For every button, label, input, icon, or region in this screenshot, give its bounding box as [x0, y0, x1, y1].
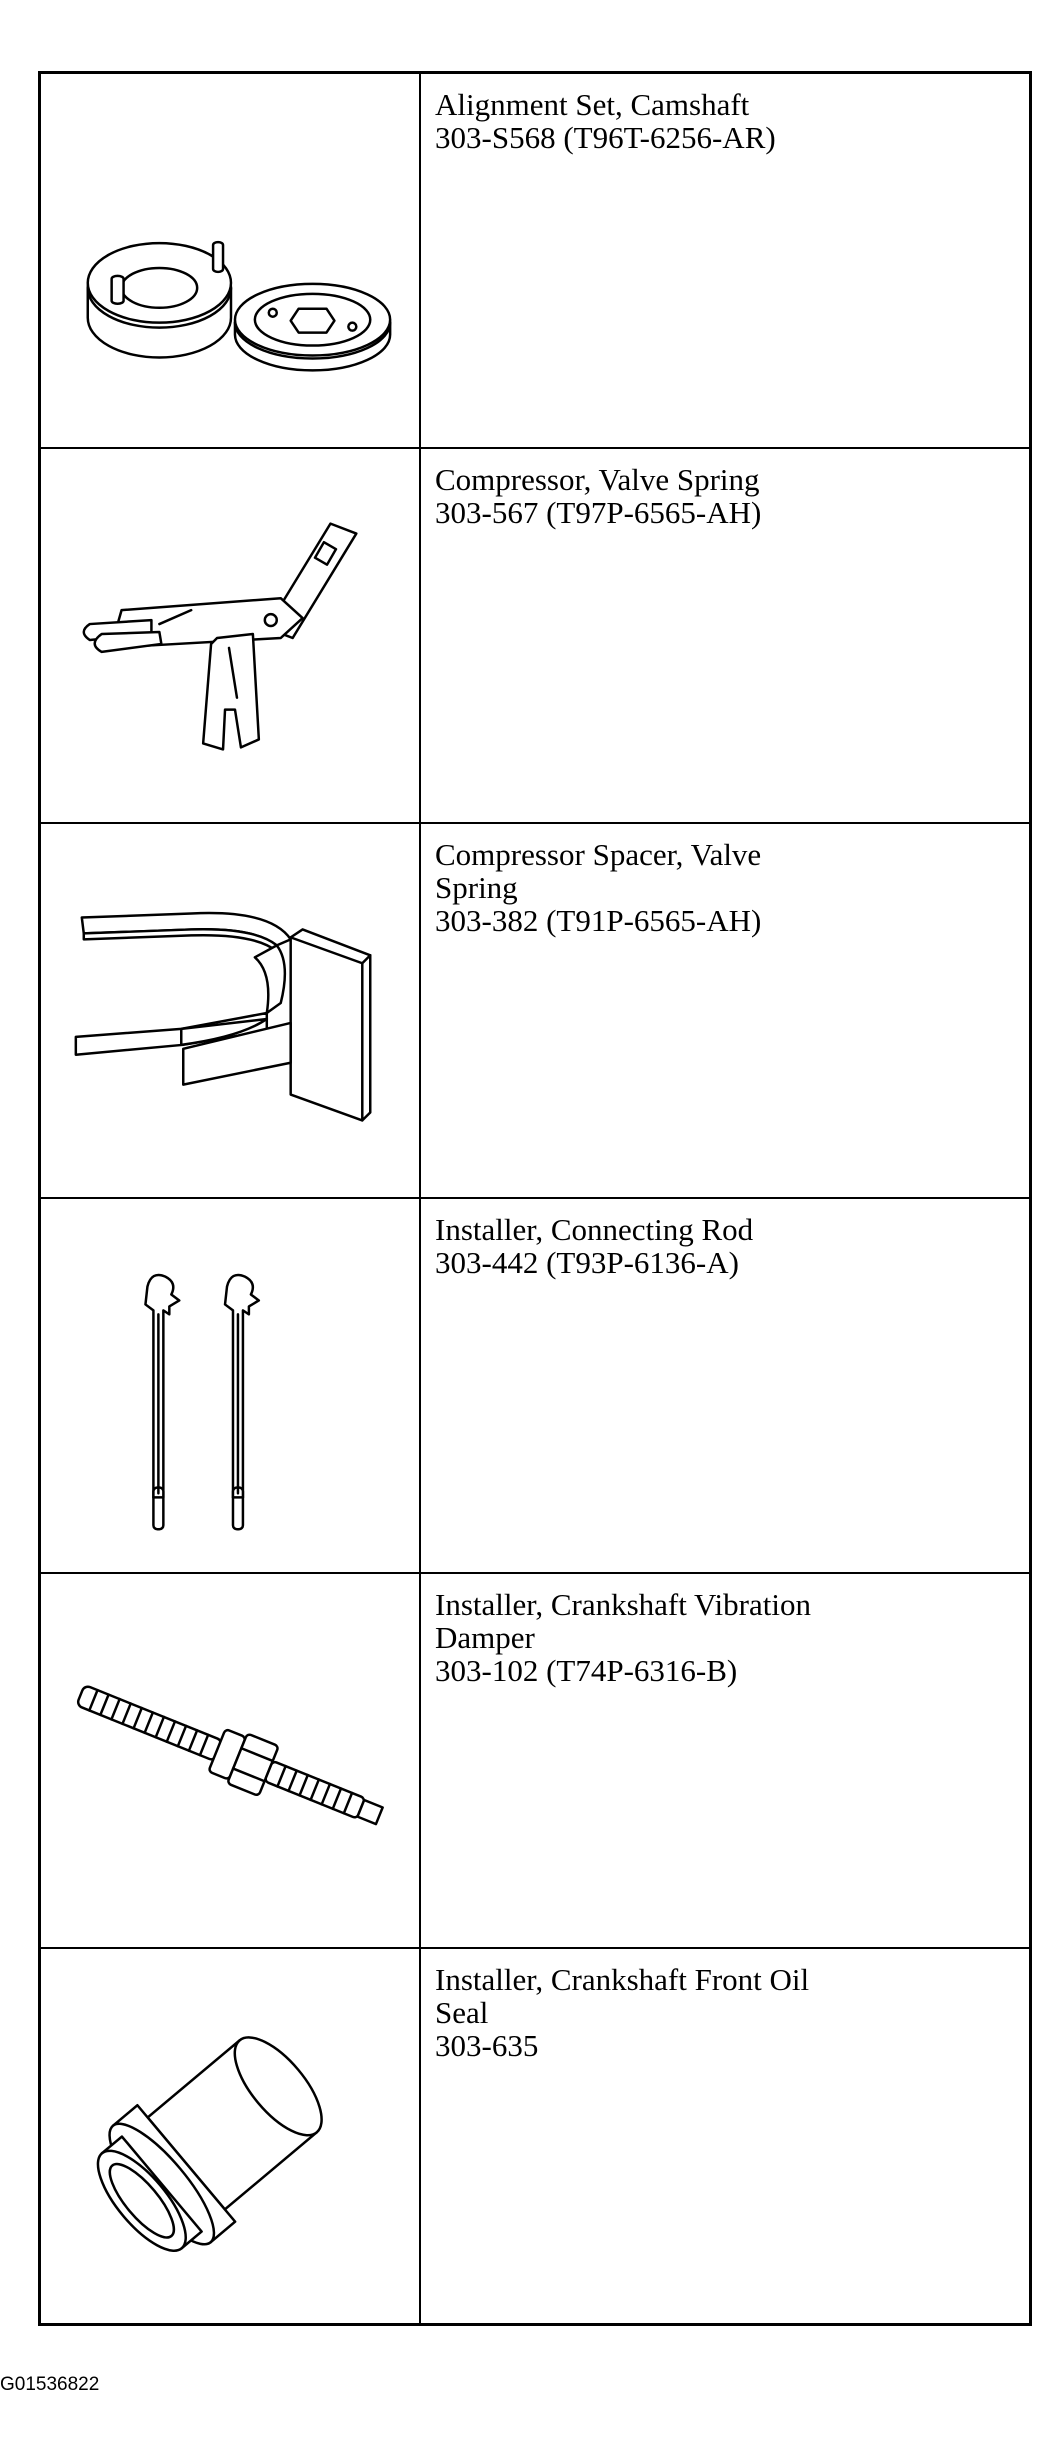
compressor-spacer-illustration — [74, 911, 372, 1122]
tool-row: Compressor Spacer, Valve Spring 303-382 … — [41, 824, 1029, 1199]
tool-description: Compressor, Valve Spring 303-567 (T97P-6… — [435, 463, 1015, 529]
tool-description: Installer, Crankshaft Front Oil Seal 303… — [435, 1963, 1015, 2062]
tool-row: Installer, Connecting Rod 303-442 (T93P-… — [41, 1199, 1029, 1574]
tool-part-number: 303-442 (T93P-6136-A) — [435, 1245, 739, 1280]
tool-illustration-cell — [41, 1949, 421, 2324]
tool-name: Installer, Crankshaft Front Oil — [435, 1962, 810, 1997]
connecting-rod-installer-illustration — [144, 1273, 261, 1531]
tool-part-number: 303-567 (T97P-6565-AH) — [435, 495, 762, 530]
tool-row: Alignment Set, Camshaft 303-S568 (T96T-6… — [41, 74, 1029, 449]
tool-name: Compressor, Valve Spring — [435, 462, 760, 497]
tool-name: Alignment Set, Camshaft — [435, 87, 750, 122]
tool-description: Alignment Set, Camshaft 303-S568 (T96T-6… — [435, 88, 1015, 154]
vibration-damper-installer-illustration — [76, 1685, 384, 1826]
tool-description: Installer, Connecting Rod 303-442 (T93P-… — [435, 1213, 1015, 1279]
tool-illustration-cell — [41, 74, 421, 447]
tool-row: Installer, Crankshaft Vibration Damper 3… — [41, 1574, 1029, 1949]
tool-part-number: 303-102 (T74P-6316-B) — [435, 1653, 738, 1688]
tool-row: Installer, Crankshaft Front Oil Seal 303… — [41, 1949, 1029, 2324]
tool-part-number: 303-382 (T91P-6565-AH) — [435, 903, 762, 938]
front-oil-seal-installer-illustration — [96, 2036, 323, 2252]
special-tools-table: Alignment Set, Camshaft 303-S568 (T96T-6… — [38, 71, 1032, 2326]
tool-description: Installer, Crankshaft Vibration Damper 3… — [435, 1588, 1015, 1687]
tool-illustration-cell — [41, 824, 421, 1197]
tool-name-continued: Seal — [435, 1995, 489, 2030]
tool-illustration-cell — [41, 1199, 421, 1572]
camshaft-alignment-set-illustration — [86, 240, 392, 372]
tool-illustration-cell — [41, 1574, 421, 1947]
valve-spring-compressor-illustration — [82, 522, 358, 751]
tool-name: Installer, Connecting Rod — [435, 1212, 754, 1247]
tool-description: Compressor Spacer, Valve Spring 303-382 … — [435, 838, 1015, 937]
tool-part-number: 303-S568 (T96T-6256-AR) — [435, 120, 776, 155]
tool-name-continued: Damper — [435, 1620, 535, 1655]
tool-name: Installer, Crankshaft Vibration — [435, 1587, 811, 1622]
tool-row: Compressor, Valve Spring 303-567 (T97P-6… — [41, 449, 1029, 824]
tool-name: Compressor Spacer, Valve — [435, 837, 762, 872]
tool-illustration-cell — [41, 449, 421, 822]
tool-name-continued: Spring — [435, 870, 518, 905]
tool-part-number: 303-635 — [435, 2028, 539, 2063]
figure-code: G01536822 — [0, 2374, 100, 2395]
